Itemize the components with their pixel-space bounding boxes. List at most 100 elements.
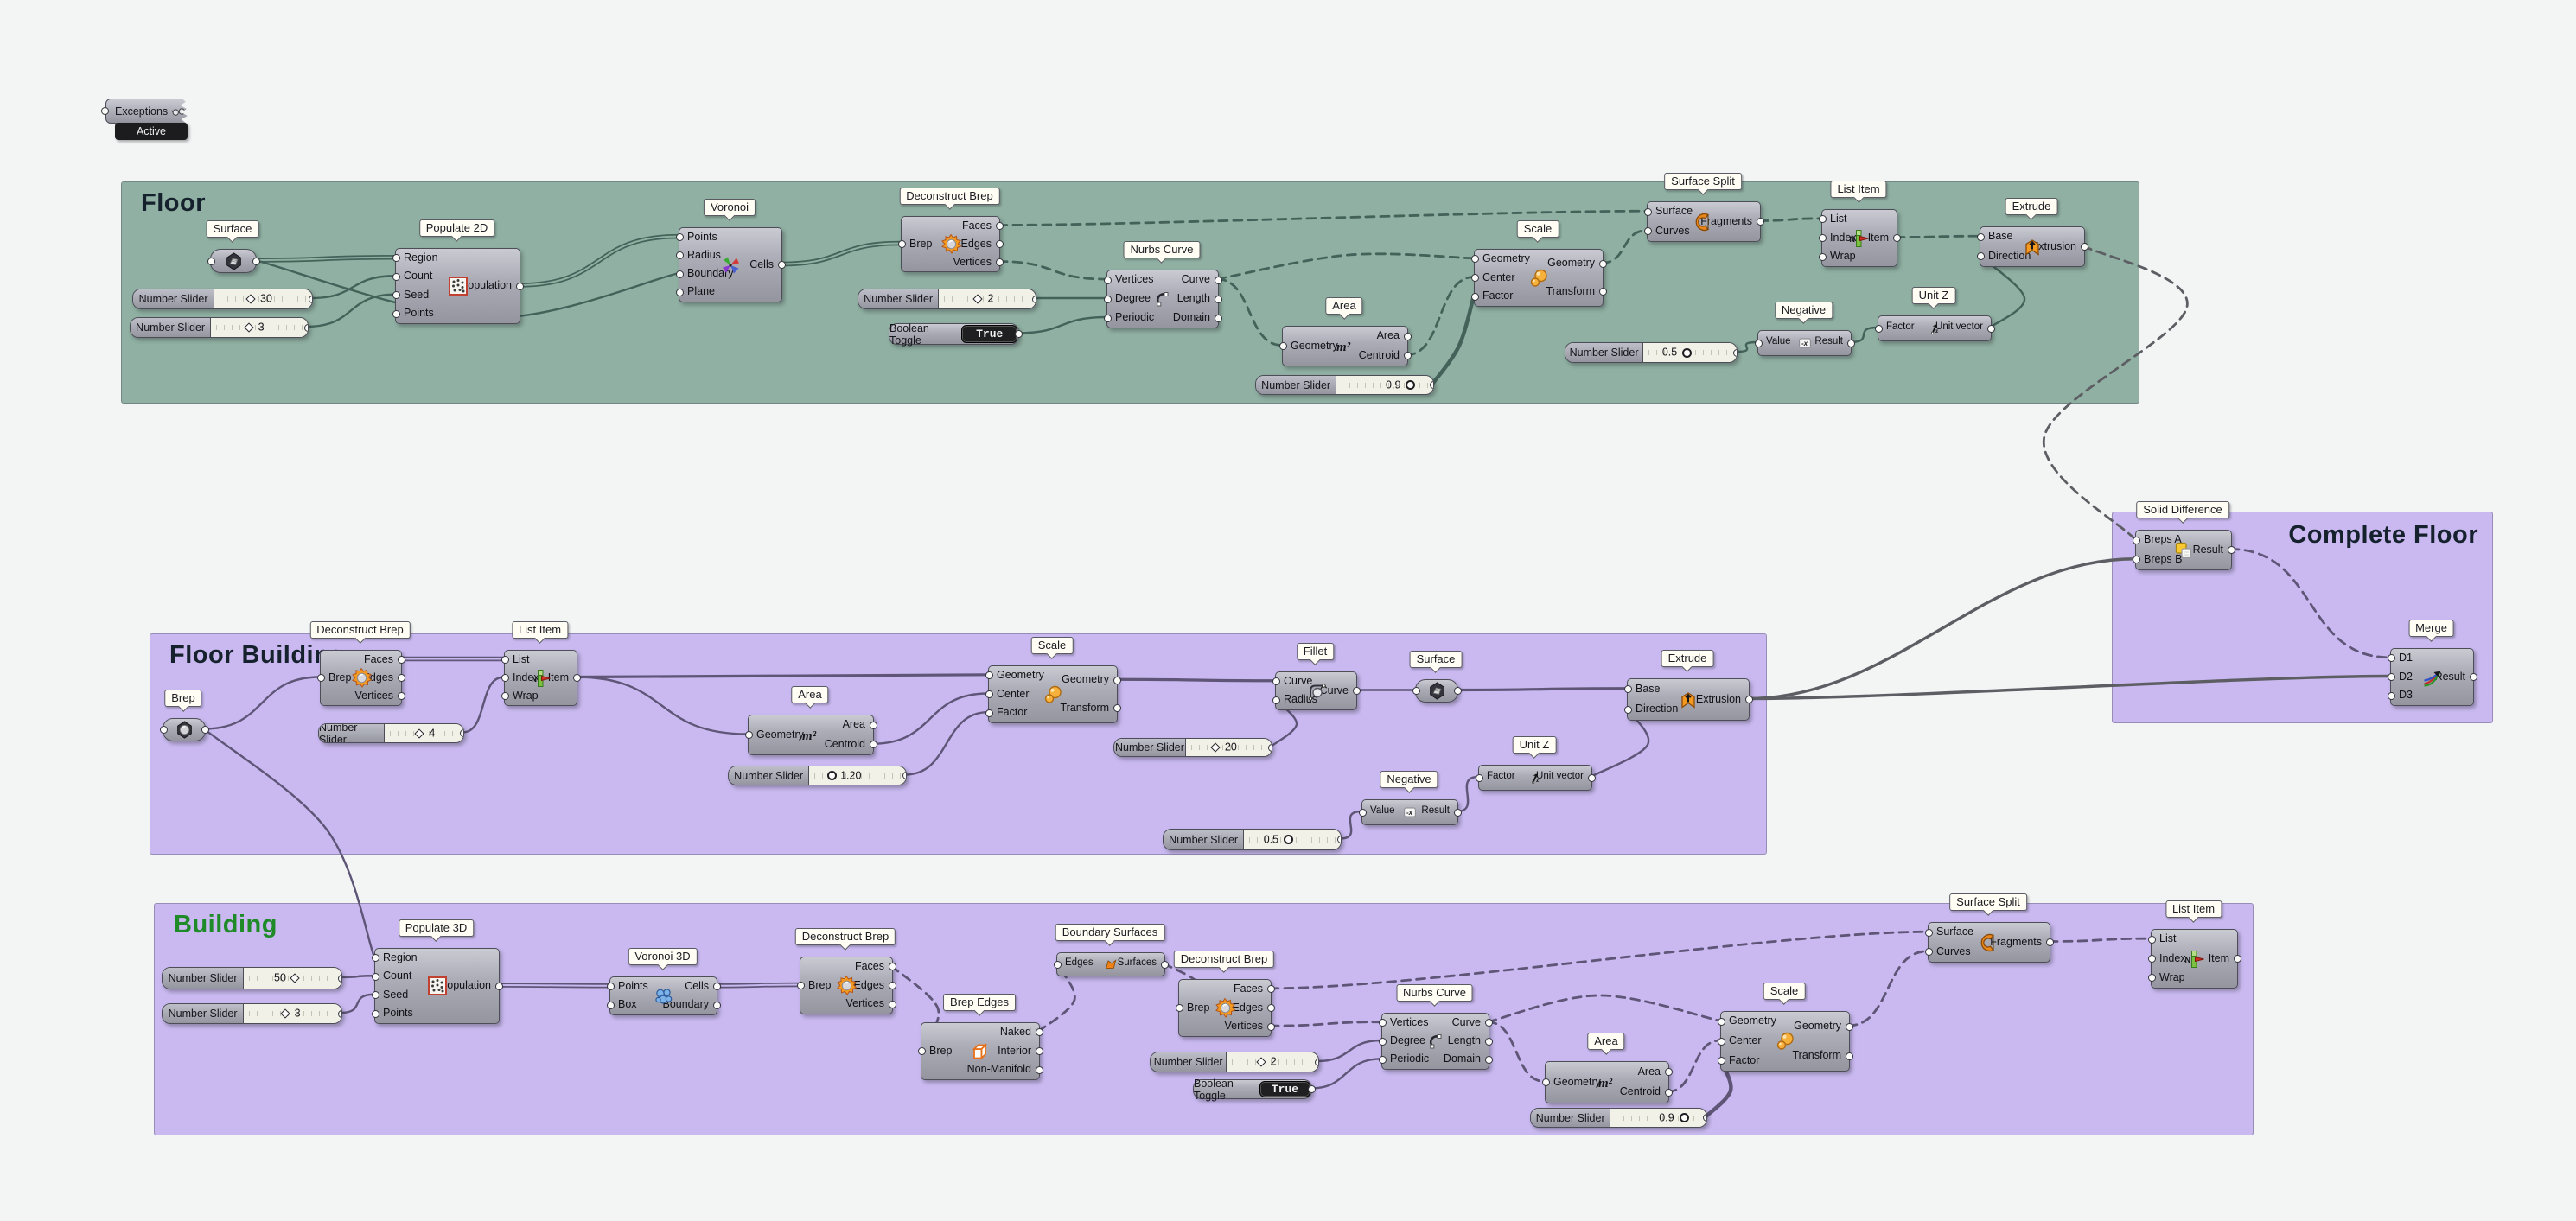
output-port[interactable] (1429, 381, 1433, 389)
input-port-vertices[interactable] (1378, 1019, 1387, 1027)
input-port-vertices[interactable] (1103, 276, 1112, 284)
input-port-wrap[interactable] (501, 692, 509, 700)
output-port-vertices[interactable] (995, 258, 1004, 266)
output-port-interior[interactable] (1035, 1047, 1043, 1055)
slider-track[interactable]: 2 (1227, 1052, 1318, 1072)
param-surface[interactable] (1412, 679, 1462, 703)
output-port-naked[interactable] (1035, 1028, 1043, 1037)
output-port[interactable] (1314, 1058, 1318, 1066)
output-port-surfaces[interactable] (1160, 960, 1169, 969)
output-port-item[interactable] (572, 674, 581, 682)
output-port-curve[interactable] (1484, 1019, 1493, 1027)
output-port[interactable] (252, 257, 260, 265)
output-port-edges[interactable] (1266, 1004, 1275, 1012)
output-port-curve[interactable] (1214, 276, 1222, 284)
slider-track[interactable]: 0.9 (1336, 376, 1433, 394)
input-port-periodic[interactable] (1378, 1055, 1387, 1064)
output-port[interactable] (1453, 687, 1462, 695)
output-port-length[interactable] (1484, 1037, 1493, 1046)
input-port-seed[interactable] (371, 991, 379, 1000)
output-port[interactable] (201, 726, 209, 734)
input-port-degree[interactable] (1378, 1037, 1387, 1046)
output-port-edges[interactable] (888, 982, 896, 989)
output-port-faces[interactable] (888, 963, 896, 971)
output-port-length[interactable] (1214, 295, 1222, 303)
input-port-boundary[interactable] (675, 270, 684, 278)
output-port-boundary[interactable] (712, 1001, 721, 1009)
output-port-faces[interactable] (397, 656, 405, 664)
toggle-state-button[interactable]: True (1259, 1081, 1310, 1097)
input-port-list[interactable] (501, 656, 509, 664)
input-port-plane[interactable] (675, 288, 684, 296)
output-port-vertices[interactable] (888, 1000, 896, 1008)
output-port[interactable] (459, 729, 463, 737)
slider-knob[interactable] (1679, 1113, 1689, 1122)
output-port-cells[interactable] (712, 983, 721, 991)
input-port-points[interactable] (371, 1009, 379, 1018)
slider-track[interactable]: 0.5 (1244, 830, 1341, 849)
output-port[interactable] (1267, 743, 1272, 752)
input-port-factor[interactable] (1470, 292, 1479, 301)
input-port-direction[interactable] (1976, 252, 1985, 261)
slider-track[interactable]: 30 (214, 289, 312, 308)
output-port-edges[interactable] (397, 674, 405, 682)
output-port-result[interactable] (2469, 673, 2477, 681)
input-port-geometry[interactable] (1541, 1078, 1550, 1086)
output-port-transform[interactable] (1598, 288, 1607, 296)
output-port-transform[interactable] (1845, 1052, 1853, 1060)
output-port-domain[interactable] (1484, 1055, 1493, 1064)
input-port-surface[interactable] (1643, 207, 1652, 216)
input-port-list[interactable] (1818, 215, 1827, 224)
input-port-brep[interactable] (897, 240, 906, 248)
output-port[interactable] (902, 772, 906, 779)
input-port-radius[interactable] (675, 251, 684, 260)
output-port-item[interactable] (1892, 234, 1901, 242)
slider-track[interactable]: 0.9 (1610, 1109, 1706, 1127)
output-port-centroid[interactable] (1664, 1088, 1673, 1097)
exceptions-input-port[interactable] (100, 107, 109, 115)
param-brep[interactable] (159, 718, 209, 741)
slider-track[interactable]: 2 (939, 289, 1036, 308)
param-surface[interactable] (207, 249, 260, 273)
output-port-population[interactable] (515, 282, 524, 290)
output-port[interactable] (1031, 295, 1036, 303)
input-port-brep[interactable] (796, 982, 805, 989)
output-port[interactable] (1307, 1085, 1316, 1093)
output-port-fragments[interactable] (1756, 218, 1764, 226)
input-port-points[interactable] (606, 983, 615, 991)
input-port-region[interactable] (371, 954, 379, 963)
input-port-list[interactable] (2147, 935, 2156, 944)
input-port-brep[interactable] (316, 674, 325, 682)
output-port-domain[interactable] (1214, 314, 1222, 322)
output-port-non-manifold[interactable] (1035, 1065, 1043, 1074)
output-port-population[interactable] (494, 982, 503, 990)
output-port-edges[interactable] (995, 240, 1004, 248)
input-port-base[interactable] (1976, 232, 1985, 241)
output-port-result[interactable] (2227, 546, 2235, 554)
input-port-wrap[interactable] (2147, 974, 2156, 983)
output-port-vertices[interactable] (1266, 1022, 1275, 1031)
output-port[interactable] (1732, 348, 1737, 357)
input-port-region[interactable] (392, 254, 400, 263)
output-port[interactable] (303, 323, 308, 332)
output-port[interactable] (1336, 836, 1341, 843)
slider-knob[interactable] (1682, 347, 1693, 358)
input-port-brep[interactable] (1175, 1004, 1183, 1012)
input-port[interactable] (207, 257, 215, 265)
